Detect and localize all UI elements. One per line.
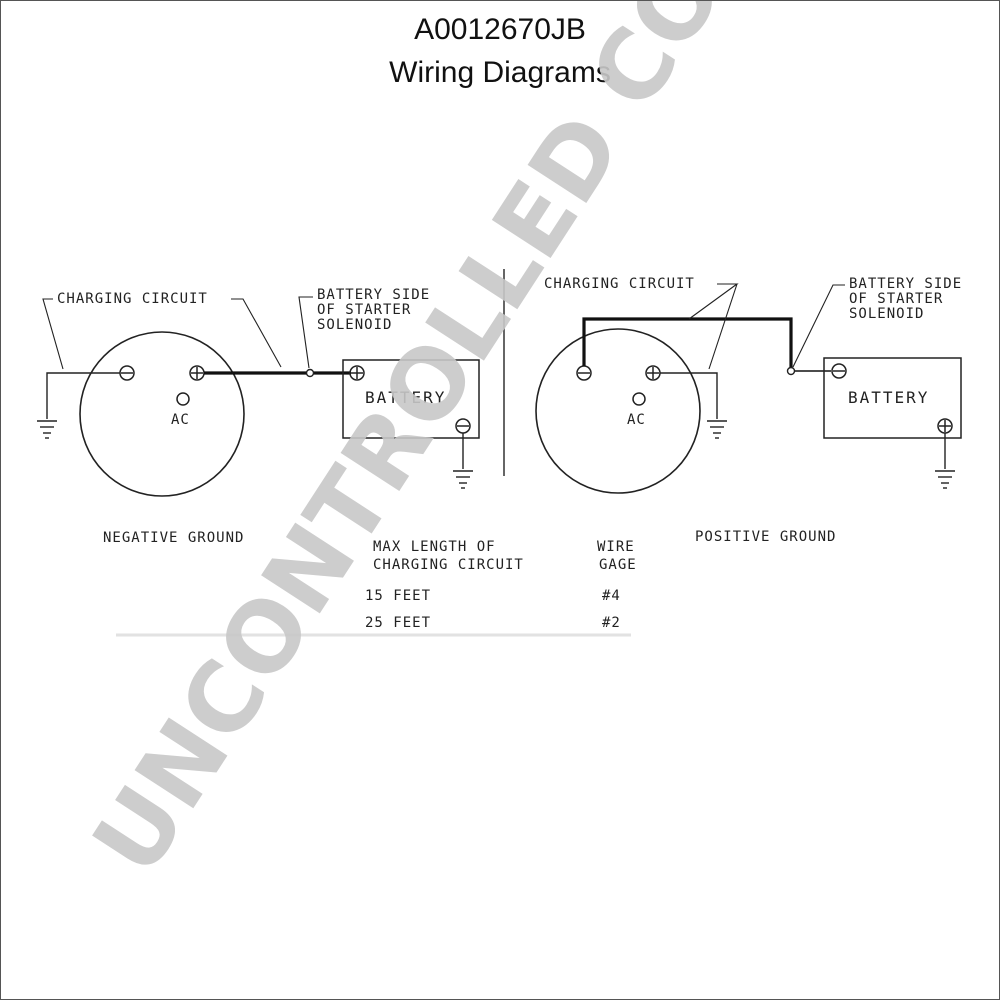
table-row-length: 25 FEET	[365, 615, 431, 631]
charging-circuit-label: CHARGING CIRCUIT	[544, 276, 695, 292]
battery-ground-symbol-icon	[935, 470, 955, 489]
battery-side-label-line1: BATTERY SIDE	[317, 287, 430, 303]
battery-side-label-line1: BATTERY SIDE	[849, 276, 962, 292]
table-header-gage-line2: GAGE	[599, 557, 637, 573]
negative-terminal-icon	[576, 365, 592, 381]
negative-ground-diagram: AC BATTERY	[37, 287, 480, 546]
battery-side-leader	[792, 284, 845, 368]
battery-positive-terminal-icon	[349, 365, 365, 381]
battery-positive-terminal-icon	[937, 418, 953, 434]
charging-circuit-wire	[582, 317, 793, 371]
table-header-length-line2: CHARGING CIRCUIT	[373, 557, 524, 573]
battery-box	[823, 357, 962, 439]
uncontrolled-copy-watermark: UNCONTROLLED COPY	[71, 1, 822, 894]
solenoid-junction-icon	[305, 368, 315, 378]
positive-terminal-icon	[645, 365, 661, 381]
positive-terminal-icon	[189, 365, 205, 381]
table-header-length-line1: MAX LENGTH OF	[373, 539, 496, 555]
alternator-symbol	[535, 328, 701, 494]
alternator-symbol	[79, 331, 245, 497]
charging-circuit-leader	[42, 298, 64, 370]
ground-symbol-icon	[37, 420, 57, 439]
table-row-length: 15 FEET	[365, 588, 431, 604]
ground-wire	[46, 372, 120, 419]
battery-side-leader	[298, 296, 313, 369]
charging-circuit-leader-2	[708, 283, 738, 370]
charging-circuit-leader-2	[231, 298, 282, 368]
wire-gage-table: MAX LENGTH OF CHARGING CIRCUIT WIRE GAGE…	[116, 539, 637, 637]
battery-label: BATTERY	[848, 388, 929, 407]
battery-side-label-line2: OF STARTER	[317, 302, 411, 318]
battery-label: BATTERY	[365, 388, 446, 407]
table-header-gage-line1: WIRE	[597, 539, 635, 555]
battery-box	[342, 359, 480, 439]
solenoid-junction-icon	[786, 366, 796, 376]
document-number: A0012670JB	[414, 13, 586, 46]
ac-terminal-icon	[632, 392, 646, 406]
battery-side-label-line3: SOLENOID	[317, 317, 392, 333]
battery-negative-terminal-icon	[831, 363, 847, 379]
table-row-gage: #4	[602, 588, 621, 604]
battery-side-label-line3: SOLENOID	[849, 306, 924, 322]
document-title: Wiring Diagrams	[389, 56, 611, 89]
charging-circuit-leader	[688, 283, 739, 320]
negative-terminal-icon	[119, 365, 135, 381]
ac-label: AC	[627, 412, 646, 428]
table-row-gage: #2	[602, 615, 621, 631]
negative-ground-caption: NEGATIVE GROUND	[103, 530, 244, 546]
ac-label: AC	[171, 412, 190, 428]
charging-circuit-label: CHARGING CIRCUIT	[57, 291, 208, 307]
battery-side-label-line2: OF STARTER	[849, 291, 943, 307]
positive-ground-caption: POSITIVE GROUND	[695, 529, 836, 545]
ground-wire	[660, 372, 718, 419]
ac-terminal-icon	[176, 392, 190, 406]
positive-ground-diagram: AC BATTERY	[535, 276, 962, 545]
battery-ground-symbol-icon	[453, 470, 473, 489]
ground-symbol-icon	[707, 420, 727, 439]
